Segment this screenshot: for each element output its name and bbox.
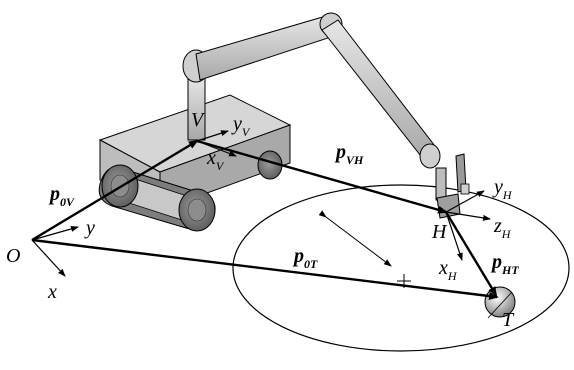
label-p0T: p0T <box>292 245 318 271</box>
axis-V-y <box>196 130 229 142</box>
vector-pHT <box>444 211 498 297</box>
label-target: T <box>502 309 515 331</box>
axis-V-x <box>196 140 237 157</box>
axis-H-z <box>445 211 491 221</box>
label-xV: xV <box>206 147 225 173</box>
label-O-y: y <box>84 217 95 239</box>
workspace-ellipse <box>232 184 570 352</box>
axis-H-x <box>445 211 463 261</box>
axis-O-x <box>31 239 66 277</box>
label-pHT: pHT <box>490 251 519 277</box>
label-frame-V: V <box>191 109 206 131</box>
vector-pVH <box>196 139 448 214</box>
robot-arm <box>182 12 470 219</box>
label-yV: yV <box>231 113 251 139</box>
axis-H-y <box>445 190 485 213</box>
label-zH: zH <box>493 215 512 241</box>
label-p0V: p0V <box>48 183 75 209</box>
label-pVH: pVH <box>334 141 364 167</box>
axis-O-y <box>31 226 79 241</box>
label-yH: yH <box>492 176 513 202</box>
label-origin: O <box>6 245 20 267</box>
vector-p0T <box>31 238 499 300</box>
radius-arrow <box>318 210 392 267</box>
mobile-vehicle <box>98 94 292 232</box>
label-xH: xH <box>438 257 458 283</box>
vector-p0V <box>31 139 199 242</box>
label-O-x: x <box>47 281 57 303</box>
label-frame-H: H <box>431 221 448 243</box>
